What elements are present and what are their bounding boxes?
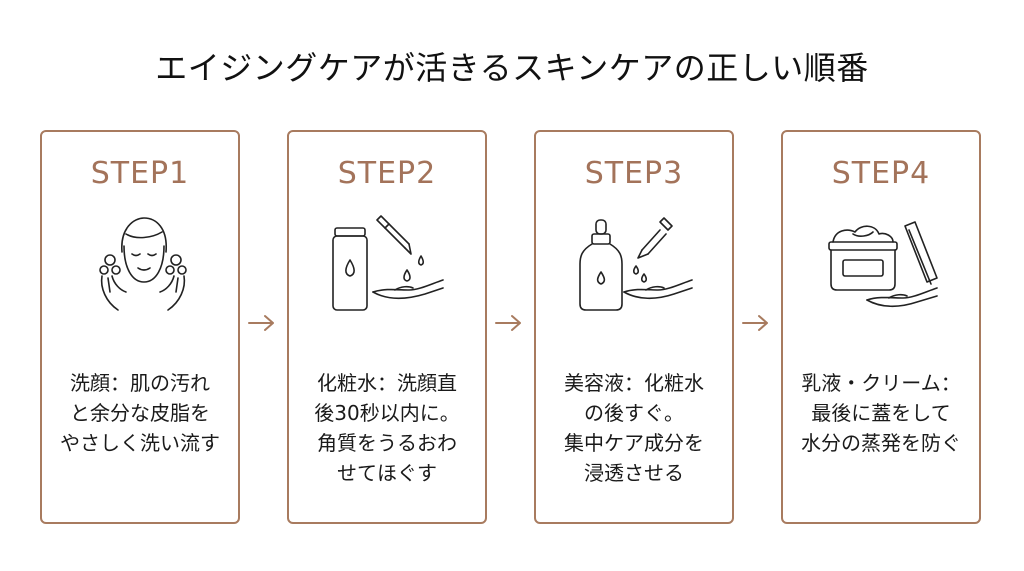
- arrow-right-icon: [494, 313, 524, 333]
- step-label: STEP1: [90, 156, 190, 191]
- step-card-4: STEP4 乳液・クリーム： 最後に蓋をして 水分の蒸発を防ぐ: [781, 130, 981, 524]
- step-card-1: STEP1 洗顔：: [40, 130, 240, 524]
- step-label: STEP4: [831, 156, 931, 191]
- step-card-2: STEP2 化粧水：洗顔直 後30秒以内に。 角質をうるおわ せてほぐす: [287, 130, 487, 524]
- face-washing-icon: [82, 212, 202, 312]
- toner-bottle-icon: [329, 212, 449, 312]
- page-title: エイジングケアが活きるスキンケアの正しい順番: [155, 49, 869, 87]
- step-label: STEP3: [584, 156, 684, 191]
- serum-dropper-icon: [576, 212, 696, 312]
- step-description: 化粧水：洗顔直 後30秒以内に。 角質をうるおわ せてほぐす: [314, 371, 460, 485]
- step-card-3: STEP3 美容液：化粧水 の後すぐ。 集中ケア成分を 浸透させる: [534, 130, 734, 524]
- step-description: 美容液：化粧水 の後すぐ。 集中ケア成分を 浸透させる: [564, 371, 704, 485]
- cream-jar-icon: [823, 212, 943, 312]
- arrow-right-icon: [247, 313, 277, 333]
- arrow-right-icon: [741, 313, 771, 333]
- step-label: STEP2: [337, 156, 437, 191]
- step-description: 洗顔：肌の汚れ と余分な皮脂を やさしく洗い流す: [60, 371, 220, 455]
- step-description: 乳液・クリーム： 最後に蓋をして 水分の蒸発を防ぐ: [801, 371, 961, 455]
